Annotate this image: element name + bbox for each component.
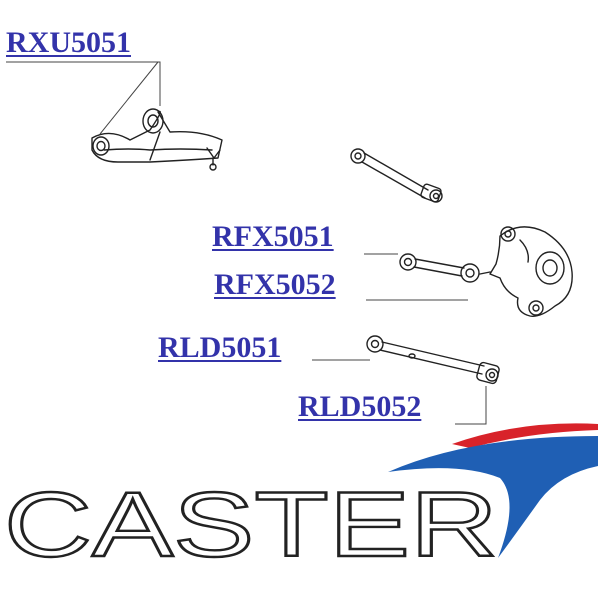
part-link-rxu5051[interactable]: RXU5051 (6, 26, 131, 59)
short-link (399, 253, 480, 283)
logo-swoosh-red (452, 423, 598, 448)
part-link-rfx5052[interactable]: RFX5052 (214, 268, 336, 301)
upper-link-rod (350, 148, 443, 203)
part-link-rld5051[interactable]: RLD5051 (158, 331, 282, 364)
upper-control-arm (91, 108, 223, 171)
logo-wordmark: CASTER (4, 474, 498, 576)
leader-lines (6, 61, 487, 425)
rear-knuckle (479, 226, 573, 317)
part-link-rfx5051[interactable]: RFX5051 (212, 220, 334, 253)
logo-swoosh-blue (388, 436, 598, 558)
lower-link (366, 335, 500, 385)
part-link-rld5052[interactable]: RLD5052 (298, 390, 422, 423)
